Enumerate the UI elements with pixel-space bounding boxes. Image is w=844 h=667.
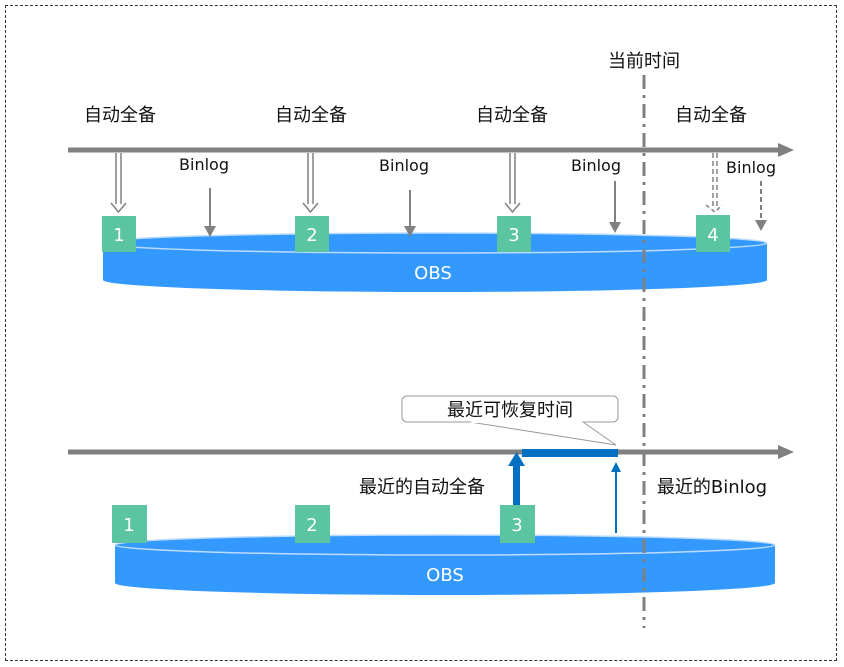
cylinder-top bbox=[102, 232, 768, 254]
binlog-label-4: Binlog bbox=[726, 158, 776, 177]
full-backup-label-2: 自动全备 bbox=[275, 105, 347, 126]
svg-text:1: 1 bbox=[123, 515, 134, 536]
diagram-frame bbox=[5, 5, 837, 661]
latest-binlog-label: 最近的Binlog bbox=[657, 477, 767, 498]
full-backup-arrow-1 bbox=[110, 153, 127, 214]
latest-full-backup-label: 最近的自动全备 bbox=[359, 477, 485, 498]
full-backup-arrow-3 bbox=[504, 153, 521, 214]
backup-badge-4: 4 bbox=[696, 215, 730, 252]
restore-window-bar bbox=[522, 449, 618, 457]
obs-label-bottom: OBS bbox=[426, 565, 464, 586]
obs-label-top: OBS bbox=[414, 263, 452, 284]
full-backup-label-1: 自动全备 bbox=[84, 105, 156, 126]
backup-badge-3: 3 bbox=[497, 216, 531, 252]
current-time-label: 当前时间 bbox=[608, 51, 680, 72]
restore-window-callout: 最近可恢复时间 bbox=[401, 395, 619, 446]
cylinder-body bbox=[103, 243, 767, 292]
binlog-arrow-2 bbox=[404, 190, 416, 237]
binlog-arrow-4-future bbox=[755, 181, 767, 231]
full-backup-arrow-4-future bbox=[705, 153, 723, 213]
obs-storage-top: OBS bbox=[102, 232, 768, 292]
svg-text:3: 3 bbox=[508, 225, 519, 246]
backup-badge-1: 1 bbox=[102, 216, 136, 252]
binlog-label-3: Binlog bbox=[571, 156, 621, 175]
binlog-label-1: Binlog bbox=[179, 155, 229, 174]
svg-text:1: 1 bbox=[113, 225, 124, 246]
binlog-label-2: Binlog bbox=[379, 156, 429, 175]
svg-text:3: 3 bbox=[511, 515, 522, 536]
full-backup-label-3: 自动全备 bbox=[476, 105, 548, 126]
cylinder-top bbox=[114, 534, 776, 556]
svg-text:2: 2 bbox=[306, 515, 317, 536]
full-backup-arrow-2 bbox=[302, 153, 319, 214]
latest-full-backup-arrow bbox=[508, 452, 525, 510]
cylinder-body bbox=[115, 545, 775, 595]
svg-text:2: 2 bbox=[306, 225, 317, 246]
backup-badge-2: 2 bbox=[295, 216, 329, 252]
backup-badge-bottom-3: 3 bbox=[500, 505, 535, 543]
latest-binlog-arrow bbox=[611, 462, 621, 533]
svg-text:4: 4 bbox=[707, 225, 718, 246]
restore-window-label: 最近可恢复时间 bbox=[447, 400, 573, 421]
backup-badge-bottom-1: 1 bbox=[112, 505, 147, 543]
full-backup-label-4: 自动全备 bbox=[675, 105, 747, 126]
backup-badge-bottom-2: 2 bbox=[295, 505, 330, 543]
timeline-top-arrowhead bbox=[778, 143, 794, 157]
timeline-bottom-arrowhead bbox=[778, 445, 794, 459]
binlog-arrow-3 bbox=[609, 181, 621, 233]
obs-storage-bottom: OBS bbox=[114, 534, 776, 595]
binlog-arrow-1 bbox=[204, 188, 216, 237]
